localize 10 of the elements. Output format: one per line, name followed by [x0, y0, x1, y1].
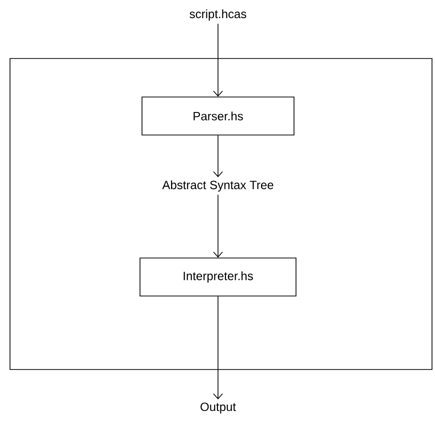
text-label: Abstract Syntax Tree: [162, 180, 274, 192]
text-label: Output: [200, 402, 236, 414]
arrow: [213, 23, 223, 97]
arrow: [213, 135, 223, 178]
frame-box: [10, 58, 432, 370]
arrow: [213, 296, 223, 400]
process-box: Interpreter.hs: [140, 258, 296, 296]
arrow: [213, 194, 223, 258]
process-box: Parser.hs: [142, 96, 294, 136]
text-label: script.hcas: [190, 9, 246, 21]
